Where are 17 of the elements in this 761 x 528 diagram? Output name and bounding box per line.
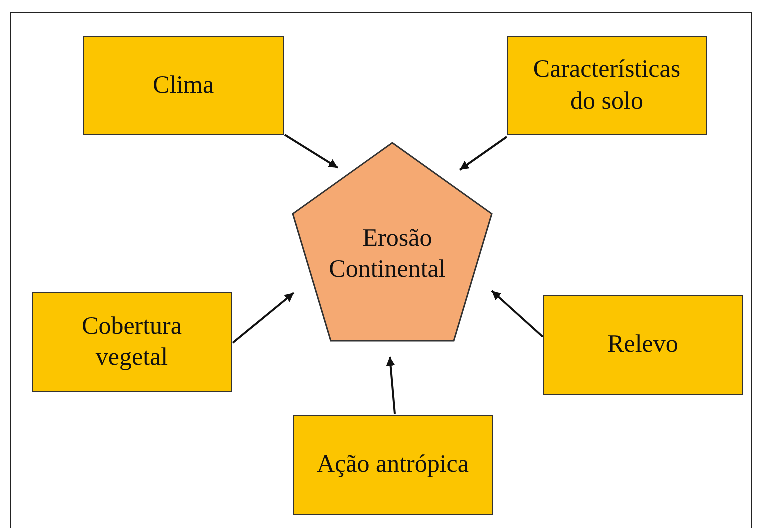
- factor-box: [293, 415, 493, 515]
- node-label: Erosão Continental: [329, 224, 447, 283]
- arrow: [284, 134, 339, 169]
- pentagon: [292, 142, 493, 342]
- factor-box: [507, 36, 707, 135]
- node-label: Relevo: [606, 330, 680, 360]
- arrow: [386, 356, 396, 414]
- node-label: Cobertura vegetal: [81, 312, 183, 373]
- arrow: [491, 290, 544, 338]
- arrow: [459, 136, 508, 171]
- node-label: Clima: [152, 70, 216, 101]
- node-label: Ação antrópica: [316, 450, 470, 480]
- factor-box: [32, 292, 232, 392]
- arrow: [232, 292, 295, 344]
- node-label: Características do solo: [532, 55, 682, 116]
- factor-box: [543, 295, 743, 395]
- factor-box: [83, 36, 284, 135]
